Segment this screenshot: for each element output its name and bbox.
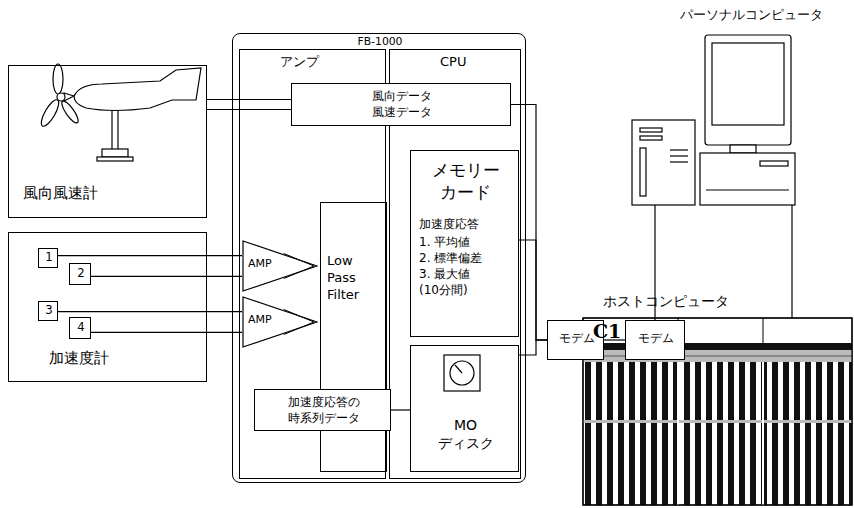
filter-box: Low Pass Filter (320, 202, 387, 472)
signal-line-segment (91, 332, 242, 333)
disk-box: MO ディスク (410, 345, 519, 472)
amplifier-triangle: AMP (242, 296, 318, 348)
node-label: 風向データ 風速データ (367, 89, 437, 120)
data-box: 加速度応答の 時系列データ (254, 389, 391, 431)
node-label: Low Pass Filter (327, 253, 383, 304)
anemometer-figure (38, 64, 201, 161)
node-label: 加速度応答の 時系列データ (275, 395, 372, 426)
node-label: MO ディスク (433, 416, 498, 452)
signal-line-segment (207, 109, 291, 110)
sensor-number-box: 3 (38, 301, 58, 321)
host-computer-figure (583, 318, 852, 505)
node-label: 4 (70, 320, 92, 335)
signal-line-segment (91, 276, 242, 277)
node-label: (10分間) (419, 283, 468, 299)
node-label: メモリー カード (411, 159, 520, 203)
signal-line-segment (207, 99, 291, 100)
signal-line (58, 255, 242, 256)
node-label: C1 (593, 319, 621, 344)
modem-box: モデム (625, 320, 685, 360)
node-label: 1. 平均値 (419, 235, 470, 251)
node-label: アンプ (280, 54, 319, 71)
signal-line-segment (519, 340, 547, 355)
sensor-number-box: 2 (69, 263, 91, 285)
node-label: AMP (248, 313, 272, 327)
node-label: 3 (39, 303, 59, 318)
memory-card-box: メモリー カード加速度応答 1. 平均値2. 標準偏差3. 最大値(10分間) (410, 150, 519, 337)
signal-line (91, 276, 242, 277)
node-label: ホストコンピュータ (603, 292, 729, 310)
node-label: 風向風速計 (23, 184, 98, 204)
signal-line-segment (58, 255, 242, 256)
data-box: 風向データ 風速データ (291, 83, 511, 126)
amplifier-triangle: AMP (242, 240, 318, 292)
signal-line (519, 340, 547, 355)
node-label: 1 (39, 250, 59, 265)
signal-line (792, 205, 793, 318)
computer-node: ホストコンピュータC1 (583, 318, 852, 505)
signal-line (207, 100, 291, 110)
signal-line-segment (791, 205, 792, 318)
sensor-box: 風向風速計 (8, 65, 207, 218)
node-label: 加速度応答 (419, 217, 479, 233)
node-label: CPU (440, 54, 466, 71)
signal-line-segment (58, 311, 242, 312)
signal-line (58, 311, 242, 312)
mo-disk-icon (444, 355, 480, 391)
node-label: モデム (626, 331, 686, 346)
signal-line-segment (519, 240, 547, 340)
node-label: 加速度計 (49, 349, 109, 369)
device-box: FB-1000 アンプ AMP AMP Low Pass Filter CPU メモリー カ… (232, 33, 526, 483)
node-label: FB-1000 (233, 35, 527, 49)
sensor-number-box: 4 (69, 317, 91, 339)
sensor-number-box: 1 (38, 248, 58, 268)
computer-node: パーソナルコンピュータ (630, 35, 800, 205)
signal-line (391, 410, 410, 411)
personal-computer-figure (632, 35, 795, 205)
node-label: 2 (70, 266, 92, 281)
node-label: パーソナルコンピュータ (680, 7, 823, 24)
node-label: AMP (248, 257, 272, 271)
sensor-box: 加速度計 12 34 (8, 232, 207, 382)
node-label: 3. 最大値 (419, 267, 470, 283)
node-label: 2. 標準偏差 (419, 251, 482, 267)
signal-line (91, 332, 242, 333)
signal-line-segment (391, 409, 410, 410)
signal-line (519, 240, 547, 340)
